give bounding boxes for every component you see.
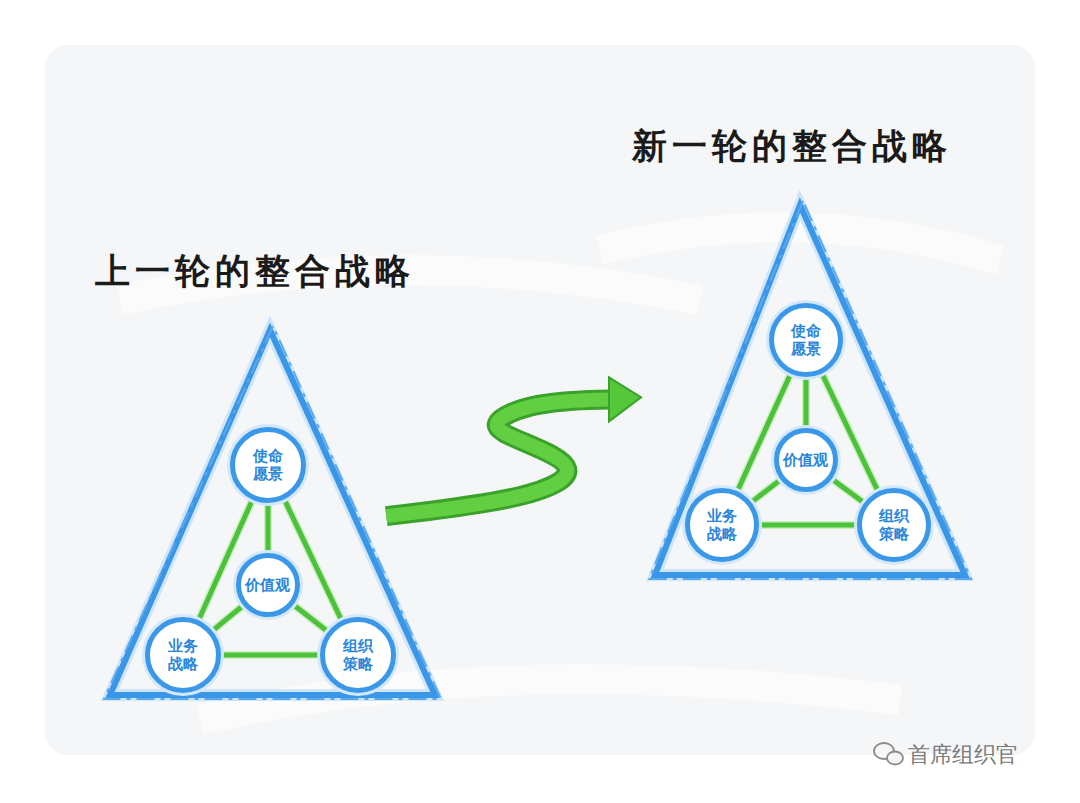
brush-texture (649, 201, 971, 579)
concept-circle: 使命愿景 (769, 303, 843, 377)
concept-label: 业务战略 (168, 637, 198, 673)
link-line (753, 481, 779, 501)
link-line (761, 525, 855, 526)
transition-arrow (386, 377, 641, 516)
brush-stroke (110, 330, 435, 695)
link-line (834, 480, 863, 502)
link-halo (214, 607, 242, 630)
link-halo (761, 521, 855, 529)
concept-label: 使命愿景 (791, 322, 821, 358)
concept-label: 组织策略 (879, 507, 909, 543)
link-line (295, 606, 326, 630)
section-heading: 上一轮的整合战略 (95, 248, 415, 295)
strategy-triangle: 新一轮的整合战略使命愿景价值观业务战略组织策略 (655, 205, 965, 575)
strategy-triangle: 上一轮的整合战略使命愿景价值观业务战略组织策略 (110, 330, 435, 695)
ribbon-shadow (386, 399, 611, 516)
link-halo (223, 651, 318, 659)
wechat-icon (874, 743, 903, 765)
link-halo (802, 379, 810, 426)
link-stroke (761, 523, 855, 528)
concept-circle: 使命愿景 (230, 427, 306, 503)
link-halo (295, 606, 326, 630)
link-halo (264, 505, 272, 551)
link-stroke (295, 606, 326, 630)
concept-label: 价值观 (783, 451, 828, 469)
link-stroke (223, 653, 318, 658)
brush-halo (110, 330, 435, 695)
brush-texture (120, 227, 1000, 720)
brush-texture (104, 326, 441, 699)
concept-circle: 价值观 (236, 553, 300, 617)
concept-circle: 组织策略 (857, 488, 931, 562)
link-halo (834, 480, 863, 502)
link-stroke (214, 607, 242, 630)
concept-circle: 价值观 (774, 428, 838, 492)
link-stroke (803, 379, 808, 426)
watermark: 首席组织官 (908, 740, 1018, 770)
concept-circle: 组织策略 (320, 617, 396, 693)
brush-stroke (655, 205, 965, 575)
link-line (223, 655, 318, 656)
arrow-head (609, 377, 641, 421)
concept-label: 使命愿景 (253, 447, 283, 483)
concept-label: 组织策略 (343, 637, 373, 673)
brush-halo (655, 205, 965, 575)
section-heading: 新一轮的整合战略 (632, 123, 952, 170)
link-stroke (265, 505, 270, 551)
panel (45, 45, 1035, 755)
ribbon-body (386, 399, 611, 516)
concept-circle: 业务战略 (685, 488, 759, 562)
link-line (267, 505, 268, 551)
link-halo (753, 481, 779, 501)
concept-label: 业务战略 (707, 507, 737, 543)
link-line (805, 379, 806, 426)
link-stroke (753, 481, 779, 501)
concept-circle: 业务战略 (145, 617, 221, 693)
concept-label: 价值观 (245, 576, 290, 594)
link-line (214, 607, 242, 630)
link-stroke (834, 480, 863, 502)
